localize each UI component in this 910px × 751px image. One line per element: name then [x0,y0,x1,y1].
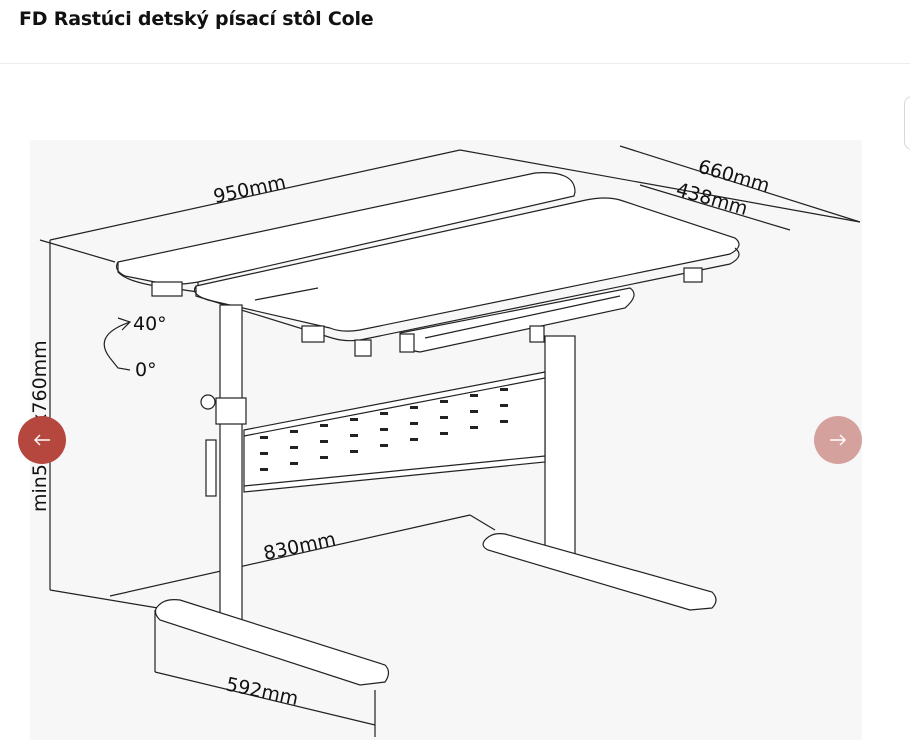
product-image-gallery: 950mm 660mm 438mm min5 max760mm 830mm 59… [0,65,910,751]
carousel-next-button[interactable] [814,416,862,464]
header: FD Rastúci detský písací stôl Cole [0,0,910,64]
arrow-left-icon [34,434,50,446]
height-min-label: min5 [29,464,51,512]
crossbar-perforations [260,388,508,471]
product-title: FD Rastúci detský písací stôl Cole [19,8,374,30]
desk-dimension-drawing: 950mm 660mm 438mm min5 max760mm 830mm 59… [29,140,862,740]
carousel-prev-button[interactable] [18,416,66,464]
tilt-max-label: 40° [133,313,167,335]
tilt-min-label: 0° [135,359,157,381]
arrow-right-icon [830,434,846,446]
